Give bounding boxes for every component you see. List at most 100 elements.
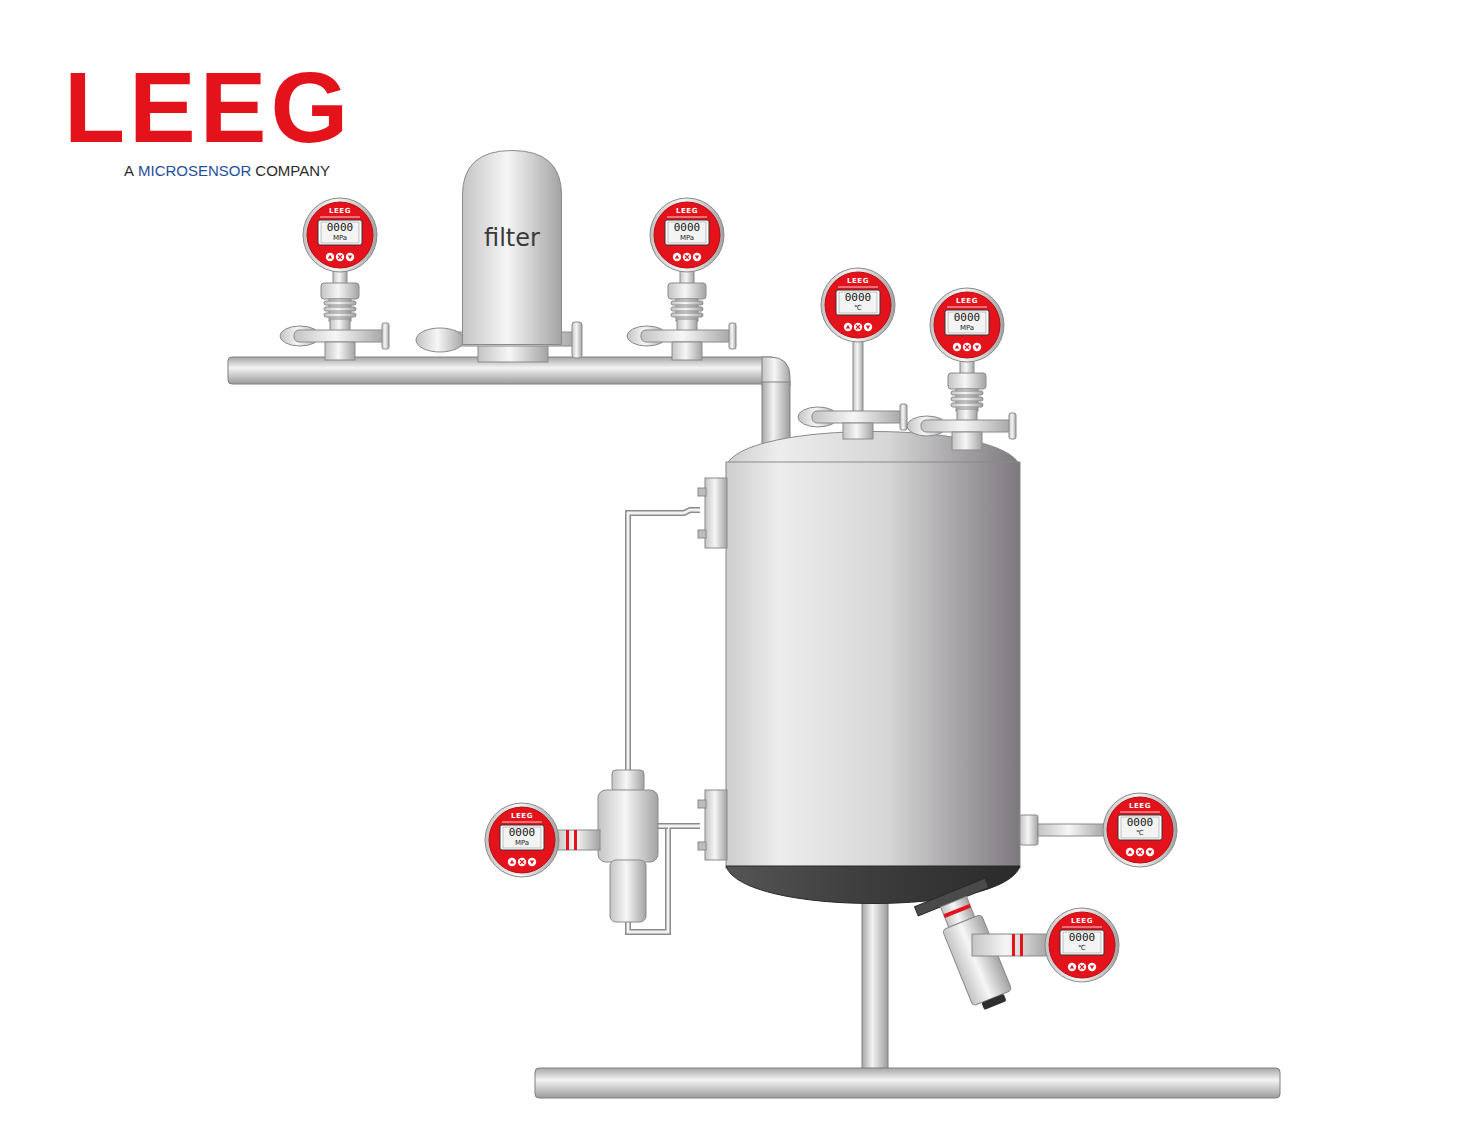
gauge-stem xyxy=(280,269,389,360)
tank-flange xyxy=(705,478,727,548)
button-icon xyxy=(528,858,536,866)
button-icon xyxy=(338,255,342,259)
bottom-probe xyxy=(1012,934,1015,956)
bottom-probe xyxy=(972,934,1048,956)
button-icon xyxy=(520,860,524,864)
button-icon xyxy=(1136,848,1144,856)
dial-line xyxy=(838,287,878,288)
dial-line xyxy=(1062,927,1102,928)
button-icon xyxy=(866,325,870,329)
filter-label: filter xyxy=(462,224,562,252)
display-value: 0000 xyxy=(1043,931,1121,944)
tank-vessel xyxy=(726,462,1020,868)
digital-gauge: LEEG 0000℃ xyxy=(1043,906,1121,984)
display-value: 0000 xyxy=(819,291,897,304)
button-icon xyxy=(695,255,699,259)
filter-housing: filter xyxy=(462,150,562,345)
support-pipe xyxy=(862,895,888,1075)
button-icon xyxy=(508,858,516,866)
button-icon xyxy=(963,343,971,351)
brand-text: LEEG xyxy=(819,277,897,285)
brand-text: LEEG xyxy=(648,207,726,215)
button-icon xyxy=(348,255,352,259)
digital-gauge: LEEG0000MPa xyxy=(648,196,726,274)
button-icon xyxy=(1090,965,1094,969)
unit-text: MPa xyxy=(483,839,561,847)
gauge-stem xyxy=(556,830,600,850)
unit-text: MPa xyxy=(301,234,379,242)
button-icon xyxy=(328,255,332,259)
gauge-stem xyxy=(798,340,907,439)
dial-line xyxy=(947,307,987,308)
button-icon xyxy=(953,343,961,351)
button-icon xyxy=(864,323,872,331)
dial-line xyxy=(502,822,542,823)
bypass-tube xyxy=(628,510,700,772)
button-icon xyxy=(675,255,679,259)
digital-gauge: LEEG 0000MPa xyxy=(301,196,379,274)
side-fitting xyxy=(1020,815,1106,845)
dial-line xyxy=(667,217,707,218)
bottom-probe xyxy=(1020,934,1023,956)
button-icon xyxy=(685,255,689,259)
button-icon xyxy=(854,323,862,331)
display-value: 0000 xyxy=(301,221,379,234)
display-value: 0000 xyxy=(928,311,1006,324)
button-icon xyxy=(1138,850,1142,854)
button-icon xyxy=(683,253,691,261)
brand-text: LEEG xyxy=(1043,917,1121,925)
bottom-probe xyxy=(942,914,1012,1006)
support-pipe xyxy=(535,895,1280,1098)
tank-flange xyxy=(698,530,706,538)
top-pipe xyxy=(228,357,790,462)
unit-text: ℃ xyxy=(1101,829,1179,837)
button-icon xyxy=(973,343,981,351)
digital-gauge: LEEG0000MPa xyxy=(483,801,561,879)
unit-text: ℃ xyxy=(1043,944,1121,952)
gauge-stem xyxy=(556,830,600,850)
button-icon xyxy=(1126,848,1134,856)
button-icon xyxy=(510,860,514,864)
brand-text: LEEG xyxy=(301,207,379,215)
gauge-stem xyxy=(566,830,569,850)
button-icon xyxy=(1148,850,1152,854)
bottom-probe xyxy=(915,878,1048,1020)
tank-flange xyxy=(698,478,727,860)
bypass-tube xyxy=(628,510,700,772)
bottom-probe xyxy=(944,904,971,918)
button-icon xyxy=(326,253,334,261)
side-fitting xyxy=(1020,815,1038,845)
steam-trap xyxy=(598,770,658,922)
button-icon xyxy=(1070,965,1074,969)
support-pipe xyxy=(535,1068,1280,1098)
dial-line xyxy=(1120,812,1160,813)
tagline-text: A xyxy=(124,162,134,179)
tagline-text: COMPANY xyxy=(255,162,330,179)
tank-vessel xyxy=(726,432,1020,904)
button-icon xyxy=(846,325,850,329)
digital-gauge: LEEG0000MPa xyxy=(928,286,1006,364)
button-icon xyxy=(530,860,534,864)
button-icon xyxy=(844,323,852,331)
button-icon xyxy=(673,253,681,261)
button-icon xyxy=(1078,963,1086,971)
steam-trap xyxy=(610,860,646,922)
tank-flange xyxy=(698,488,706,496)
tank-flange xyxy=(698,800,706,808)
filter-clamp xyxy=(572,322,582,358)
brand-text: LEEG xyxy=(483,812,561,820)
filter-body xyxy=(463,151,562,345)
button-icon xyxy=(1088,963,1096,971)
brand-logo: LEEG xyxy=(64,50,352,165)
button-icon xyxy=(1080,965,1084,969)
display-value: 0000 xyxy=(1101,816,1179,829)
button-icon xyxy=(1128,850,1132,854)
steam-trap xyxy=(612,770,644,792)
button-icon xyxy=(975,345,979,349)
digital-gauge: LEEG0000℃ xyxy=(1101,791,1179,869)
side-fitting xyxy=(1038,824,1106,836)
button-icon xyxy=(1068,963,1076,971)
unit-text: MPa xyxy=(648,234,726,242)
gauge-stem xyxy=(627,269,736,360)
